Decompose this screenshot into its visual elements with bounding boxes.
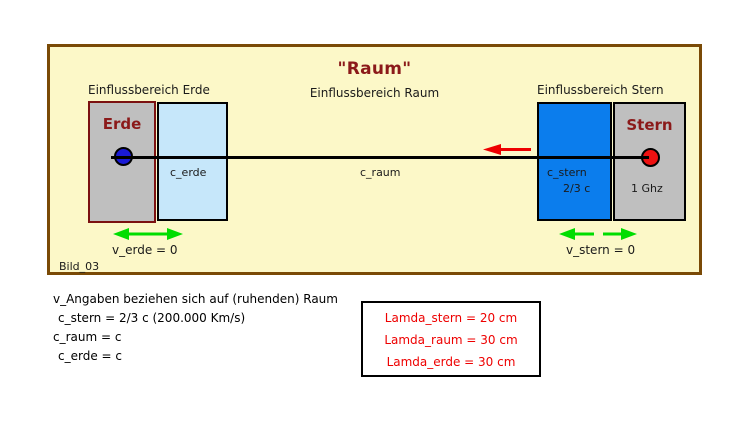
c-raum-label: c_raum <box>360 166 401 179</box>
note-line: v_Angaben beziehen sich auf (ruhenden) R… <box>53 292 338 306</box>
c-stern-label: c_stern <box>547 166 587 179</box>
page-subtitle: Einflussbereich Raum <box>309 86 440 100</box>
lambda-row: Lamda_raum = 30 cm <box>384 333 518 347</box>
note-line: c_raum = c <box>53 330 122 344</box>
note-line: c_stern = 2/3 c (200.000 Km/s) <box>58 311 246 325</box>
lambda-row: Lamda_stern = 20 cm <box>384 311 518 325</box>
page-title: "Raum" <box>337 59 412 79</box>
stern-box-title: Stern <box>626 116 673 134</box>
left-direction-arrow-icon <box>483 144 531 155</box>
star-frequency-label: 1 Ghz <box>631 182 663 195</box>
notes-block: v_Angaben beziehen sich auf (ruhenden) R… <box>53 290 338 366</box>
v-erde-double-arrow-icon <box>113 228 183 240</box>
c-erde-field-box: c_erde <box>157 102 228 221</box>
erde-box-title: Erde <box>102 115 142 133</box>
v-stern-double-arrow-icon <box>559 228 637 240</box>
label-einflussbereich-erde: Einflussbereich Erde <box>88 83 210 97</box>
v-stern-label: v_stern = 0 <box>566 243 636 257</box>
c-erde-label: c_erde <box>170 166 207 179</box>
c-stern-value-label: 2/3 c <box>563 182 591 195</box>
c-stern-field-box: c_stern 2/3 c <box>537 102 612 221</box>
diagram-panel: "Raum" Einflussbereich Raum Einflussbere… <box>47 44 702 275</box>
figure-id-label: Bild_03 <box>59 260 100 273</box>
stern-body-box: Stern 1 Ghz <box>613 102 686 221</box>
erde-body-box: Erde <box>88 101 156 223</box>
axis-line <box>111 156 649 159</box>
lambda-row: Lamda_erde = 30 cm <box>386 355 516 369</box>
label-einflussbereich-stern: Einflussbereich Stern <box>537 83 664 97</box>
note-line: c_erde = c <box>58 349 122 363</box>
v-erde-label: v_erde = 0 <box>112 243 178 257</box>
lambda-values-box: Lamda_stern = 20 cm Lamda_raum = 30 cm L… <box>361 301 541 377</box>
